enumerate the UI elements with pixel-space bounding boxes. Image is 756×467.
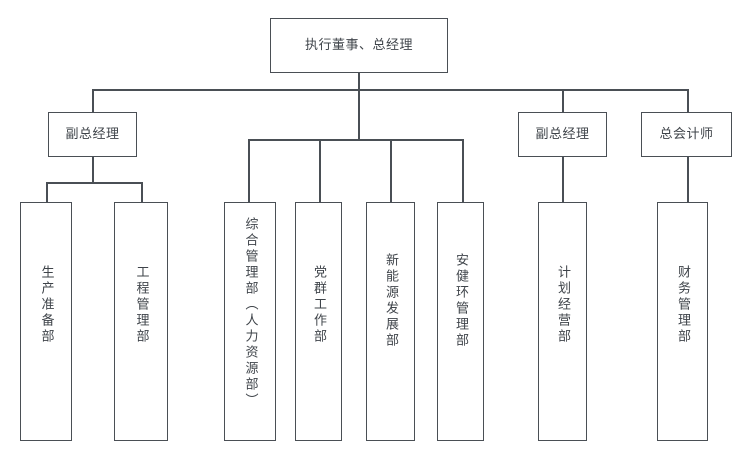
connector-ceo-stem xyxy=(358,73,360,90)
node-label: 财务管理部 xyxy=(675,265,690,345)
node-deputy-general-manager-left[interactable]: 副总经理 xyxy=(48,112,137,157)
connector-drop-safety-health-env xyxy=(462,139,464,202)
node-dept-engineering-management[interactable]: 工程管理部 xyxy=(114,202,168,441)
connector-drop-general-management-hr xyxy=(248,139,250,202)
connector-chief-accountant-stem xyxy=(687,157,689,202)
node-label: 综合管理部（人力资源部） xyxy=(242,217,258,409)
connector-drop-party-mass-work xyxy=(319,139,321,202)
connector-drop-engineering-management xyxy=(141,182,143,202)
connector-drop-deputy-left xyxy=(92,89,94,112)
node-executive-director-general-manager[interactable]: 执行董事、总经理 xyxy=(270,18,448,73)
node-dept-production-preparation[interactable]: 生产准备部 xyxy=(20,202,72,441)
node-label: 执行董事、总经理 xyxy=(304,37,413,53)
node-label: 生产准备部 xyxy=(38,265,54,345)
node-label: 副总经理 xyxy=(535,126,590,142)
node-label: 副总经理 xyxy=(65,126,120,142)
connector-drop-production-preparation xyxy=(46,182,48,202)
node-dept-financial-management[interactable]: 财务管理部 xyxy=(657,202,708,441)
connector-drop-chief-accountant xyxy=(687,89,689,112)
connector-middle-bus xyxy=(248,139,463,141)
connector-main-bus xyxy=(92,89,688,91)
connector-left-deputy-bus xyxy=(46,182,142,184)
node-chief-accountant[interactable]: 总会计师 xyxy=(641,112,732,157)
node-dept-new-energy-development[interactable]: 新能源发展部 xyxy=(366,202,415,441)
node-label: 新能源发展部 xyxy=(383,253,398,349)
node-label: 安健环管理部 xyxy=(453,253,468,349)
connector-right-deputy-stem xyxy=(562,157,564,202)
node-dept-party-mass-work[interactable]: 党群工作部 xyxy=(295,202,342,441)
node-label: 总会计师 xyxy=(659,126,714,142)
connector-drop-center xyxy=(358,89,360,139)
connector-left-deputy-stem xyxy=(92,157,94,182)
node-deputy-general-manager-right[interactable]: 副总经理 xyxy=(518,112,607,157)
node-dept-safety-health-environment[interactable]: 安健环管理部 xyxy=(437,202,484,441)
node-label: 计划经营部 xyxy=(555,265,570,345)
node-label: 工程管理部 xyxy=(133,265,149,345)
node-dept-general-management-hr[interactable]: 综合管理部（人力资源部） xyxy=(224,202,276,441)
connector-drop-deputy-right xyxy=(562,89,564,112)
node-dept-planning-operations[interactable]: 计划经营部 xyxy=(538,202,587,441)
node-label: 党群工作部 xyxy=(311,265,326,345)
connector-drop-new-energy xyxy=(390,139,392,202)
